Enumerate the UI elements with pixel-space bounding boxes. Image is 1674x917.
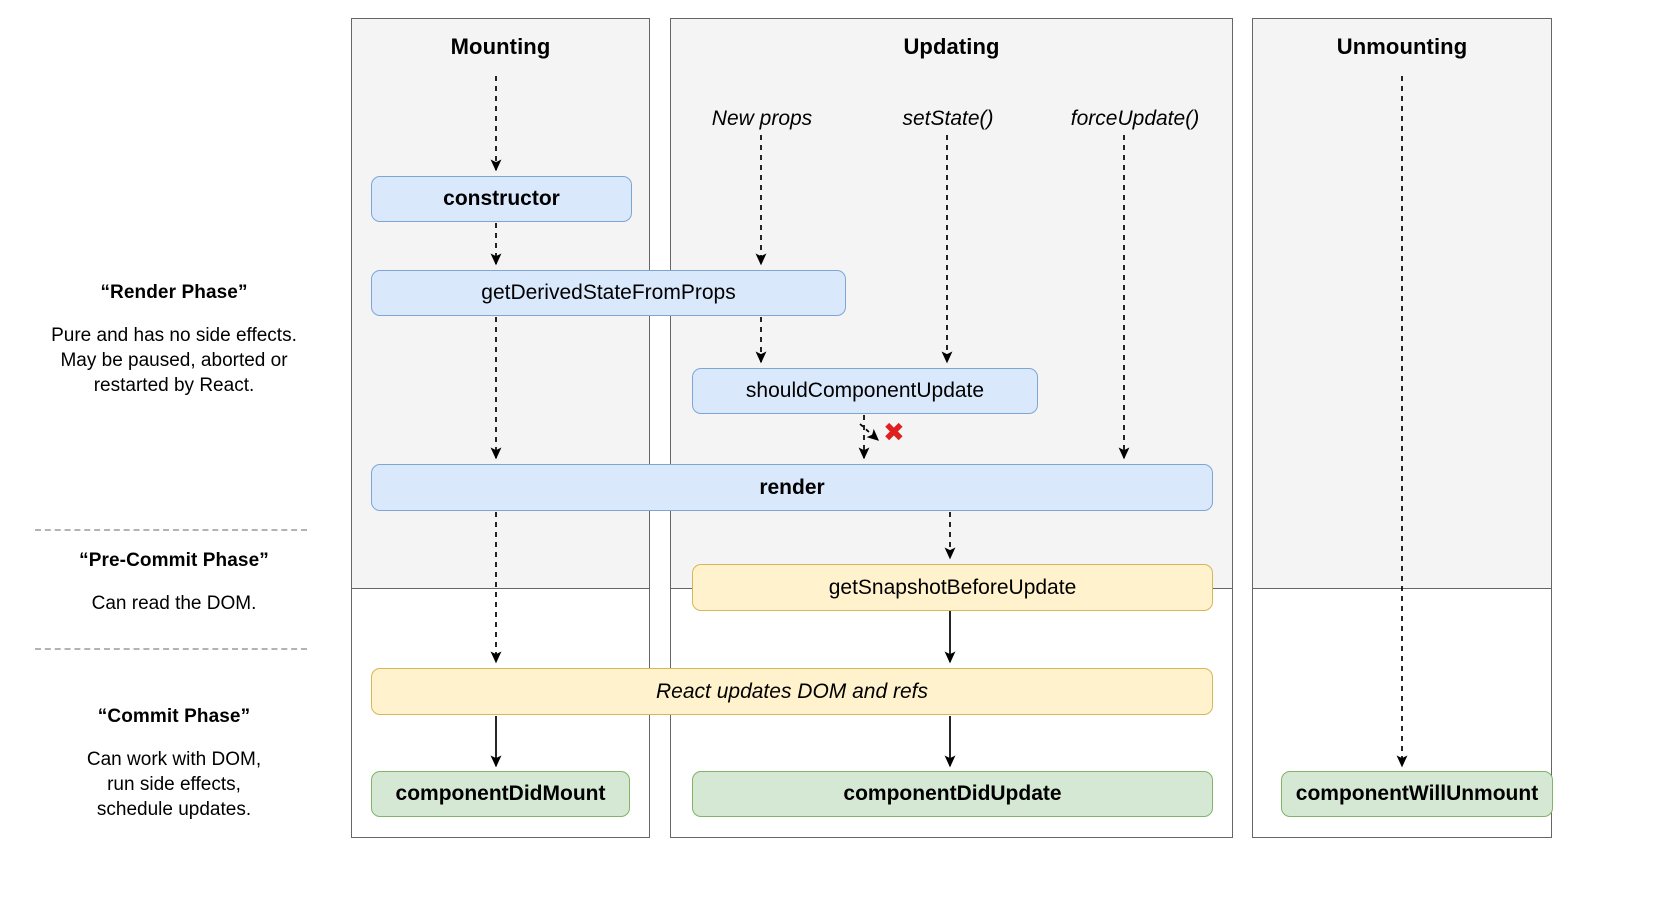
column-title-unmounting: Unmounting xyxy=(1336,34,1468,59)
legend-render-phase-body: Pure and has no side effects. May be pau… xyxy=(51,325,297,397)
legend-divider-bottom xyxy=(35,648,307,650)
node-component-did-update[interactable]: componentDidUpdate xyxy=(692,771,1213,817)
node-constructor[interactable]: constructor xyxy=(371,176,632,222)
trigger-label-set-state: setState() xyxy=(902,107,994,130)
column-unmounting-phase-divider xyxy=(1253,588,1551,589)
legend-render-phase: “Render Phase” Pure and has no side effe… xyxy=(18,280,330,398)
column-updating xyxy=(670,18,1233,838)
node-component-will-unmount[interactable]: componentWillUnmount xyxy=(1281,771,1553,817)
skip-render-x-icon: ✖ xyxy=(883,418,905,448)
node-get-derived-state-from-props[interactable]: getDerivedStateFromProps xyxy=(371,270,846,316)
node-component-did-mount[interactable]: componentDidMount xyxy=(371,771,630,817)
node-get-snapshot-before-update[interactable]: getSnapshotBeforeUpdate xyxy=(692,564,1213,611)
trigger-label-force-update: forceUpdate() xyxy=(1070,107,1200,130)
column-title-mounting: Mounting xyxy=(450,34,551,59)
node-should-component-update[interactable]: shouldComponentUpdate xyxy=(692,368,1038,414)
legend-pre-commit-phase: “Pre-Commit Phase” Can read the DOM. xyxy=(18,548,330,616)
legend-commit-phase: “Commit Phase” Can work with DOM, run si… xyxy=(18,704,330,822)
legend-pre-commit-phase-title: “Pre-Commit Phase” xyxy=(79,550,269,571)
column-unmounting xyxy=(1252,18,1552,838)
node-render[interactable]: render xyxy=(371,464,1213,511)
legend-divider-top xyxy=(35,529,307,531)
node-react-updates-dom-and-refs[interactable]: React updates DOM and refs xyxy=(371,668,1213,715)
trigger-label-new-props: New props xyxy=(711,107,813,130)
legend-pre-commit-phase-body: Can read the DOM. xyxy=(91,593,257,615)
legend-commit-phase-body: Can work with DOM, run side effects, sch… xyxy=(86,749,262,821)
legend-render-phase-title: “Render Phase” xyxy=(100,282,248,303)
legend-commit-phase-title: “Commit Phase” xyxy=(97,706,251,727)
column-mounting-phase-divider xyxy=(352,588,649,589)
column-mounting xyxy=(351,18,650,838)
column-title-updating: Updating xyxy=(903,34,1000,59)
